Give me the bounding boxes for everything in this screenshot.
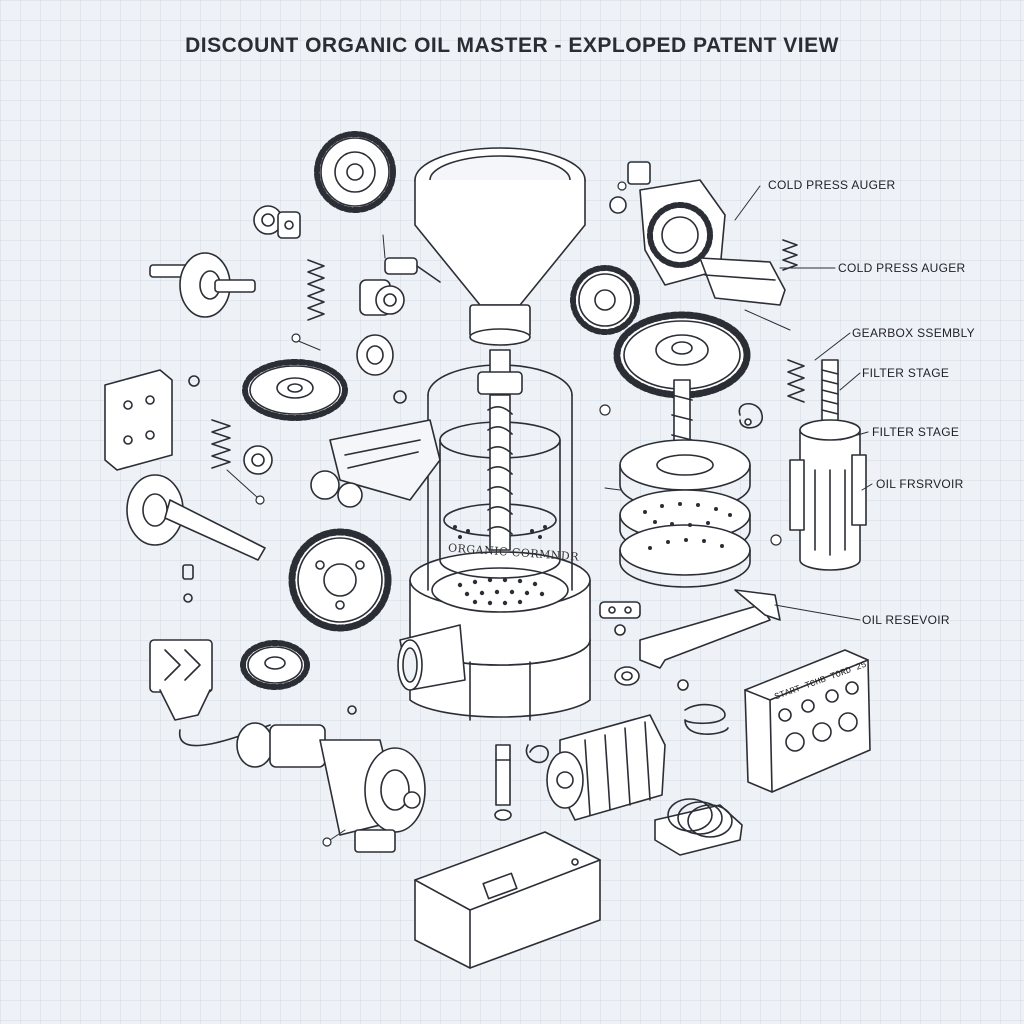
coupling-link bbox=[599, 601, 641, 636]
oil-reservoir-cylinder bbox=[789, 419, 867, 571]
callout-filter-stage-1: FILTER STAGE bbox=[862, 366, 950, 380]
helical-spring bbox=[684, 703, 729, 735]
hopper-funnel bbox=[414, 147, 586, 346]
threaded-rod bbox=[821, 359, 839, 426]
compression-spring-2 bbox=[211, 419, 231, 469]
control-panel bbox=[744, 649, 871, 793]
callout-oil-reservoir-1: OIL FRSRVOIR bbox=[876, 477, 964, 491]
mounting-plate bbox=[104, 369, 173, 471]
callout-cold-press-auger-2: COLD PRESS AUGER bbox=[838, 261, 966, 275]
compression-spring-3 bbox=[782, 239, 805, 403]
large-gear-top-left bbox=[314, 131, 396, 213]
rocker-arm bbox=[310, 419, 441, 508]
leader-lines bbox=[226, 185, 873, 841]
large-gear-mid-left bbox=[288, 528, 392, 632]
heater-block bbox=[546, 714, 666, 821]
vertical-pin bbox=[494, 744, 512, 821]
shaft-with-disc bbox=[149, 252, 256, 318]
central-press-assembly bbox=[397, 147, 591, 721]
large-gear-right bbox=[613, 311, 751, 471]
filter-stack bbox=[619, 439, 751, 588]
small-gear-bottom-left bbox=[240, 640, 310, 690]
callout-oil-reservoir-2: OIL RESEVOIR bbox=[862, 613, 950, 627]
pin-connector bbox=[384, 257, 441, 283]
medium-gear-right bbox=[570, 265, 640, 335]
washer-ring bbox=[614, 666, 689, 691]
perforated-filter-plate bbox=[431, 567, 569, 613]
auger-screw bbox=[477, 349, 523, 551]
small-gear-cluster bbox=[253, 205, 301, 239]
callout-cold-press-auger-1: COLD PRESS AUGER bbox=[768, 178, 896, 192]
compression-spring-1 bbox=[307, 259, 325, 321]
snap-ring bbox=[525, 744, 549, 764]
callout-gearbox-assembly: GEARBOX SSEMBLY bbox=[852, 326, 975, 340]
bushing bbox=[359, 279, 405, 316]
small-clip bbox=[738, 402, 763, 429]
auger-collar bbox=[699, 257, 786, 306]
medium-gear-left bbox=[242, 359, 348, 421]
drawing-title: DISCOUNT ORGANIC OIL MASTER - EXPLOPED P… bbox=[185, 34, 839, 57]
small-nut bbox=[243, 445, 273, 475]
heating-element-coil bbox=[654, 798, 743, 856]
power-adapter bbox=[149, 639, 271, 747]
electric-motor bbox=[236, 722, 426, 853]
coupling bbox=[356, 334, 394, 376]
small-pins-left bbox=[182, 375, 407, 715]
pcb-enclosure bbox=[414, 831, 601, 969]
callout-filter-stage-2: FILTER STAGE bbox=[872, 425, 960, 439]
drive-shaft-wheel bbox=[126, 474, 266, 561]
leader-dots bbox=[255, 181, 782, 847]
lever-bracket bbox=[639, 589, 781, 669]
oil-outlet-spout bbox=[397, 624, 466, 691]
